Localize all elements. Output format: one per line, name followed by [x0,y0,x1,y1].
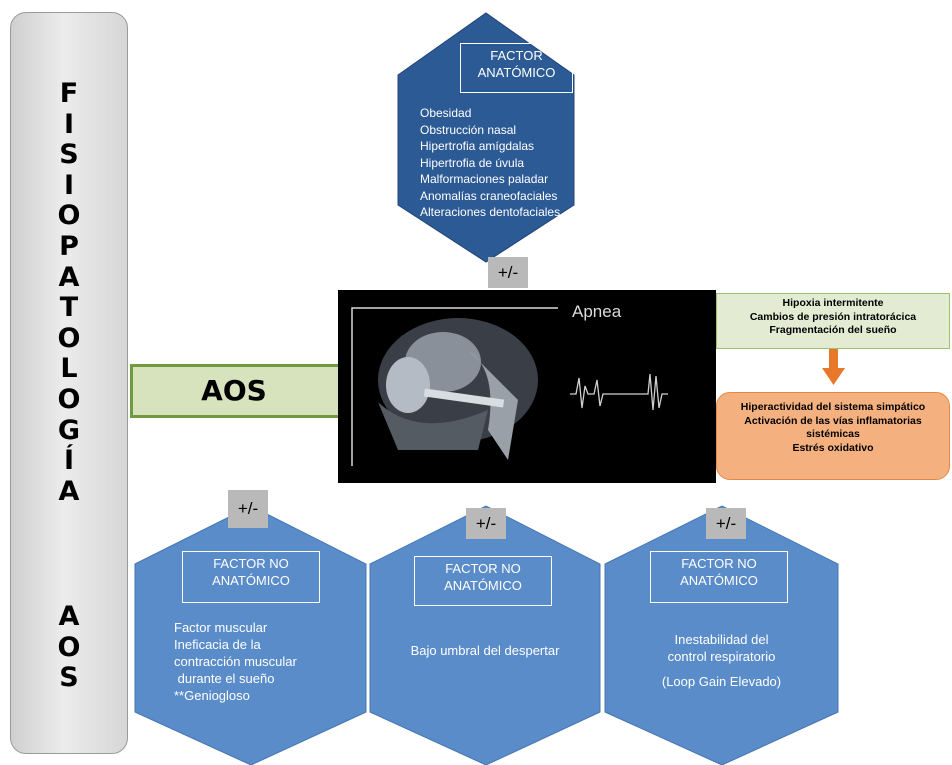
top-factor-list: Obesidad Obstrucción nasal Hipertrofia a… [420,106,561,219]
aos-bar [130,364,338,418]
bottom-factor-title-3: FACTOR NO ANATÓMICO [650,551,788,603]
side-title-letter: G [57,414,81,446]
apnea-image [338,290,716,483]
side-title-letter: P [59,231,79,262]
consequences-green-box: Hipoxia intermitente Cambios de presión … [716,293,950,349]
side-title-panel [10,12,128,754]
aos-label: AOS [201,374,267,407]
side-title-letter: F [59,78,79,109]
side-title-letter: Í [63,445,75,477]
side-title-letter: O [57,631,81,663]
bottom-factor-title-2: FACTOR NO ANATÓMICO [414,556,552,606]
bottom-factor-text-1: Factor muscular Ineficacia de la contrac… [174,620,297,703]
top-hexagon [397,12,575,263]
side-title-letter: S [59,139,79,171]
side-title-letter: O [57,200,81,232]
arrow-down-icon [822,349,845,385]
side-title-letter: A [58,261,80,293]
top-modifier-badge: +/- [488,257,528,288]
side-title-letter: A [58,475,80,507]
bottom-factor-text-2: Bajo umbral del despertar [410,643,560,658]
side-title-letter: O [57,322,81,354]
consequences-orange-box: Hiperactividad del sistema simpático Act… [716,392,950,480]
side-title-letter: I [63,108,75,140]
bottom-factor-text-3: Inestabilidad del control respiratorio (… [661,632,782,689]
bottom-hexagon-2 [369,505,601,765]
side-title-letter: L [60,353,78,385]
mri-illustration [351,307,668,466]
side-title-letter: O [57,384,81,415]
bottom-factor-title-1: FACTOR NO ANATÓMICO [182,551,320,603]
side-title-letter: A [58,601,80,632]
modifier-badge-2: +/- [466,508,506,539]
modifier-badge-3: +/- [706,508,746,539]
apnea-label: Apnea [572,302,622,321]
top-factor-title: FACTOR ANATÓMICO [460,43,573,93]
side-title-letter: S [59,662,79,694]
side-title-letter: T [59,292,79,324]
side-title-letter: I [63,169,75,201]
bottom-hexagon-3 [604,505,839,765]
modifier-badge-1: +/- [228,490,268,528]
